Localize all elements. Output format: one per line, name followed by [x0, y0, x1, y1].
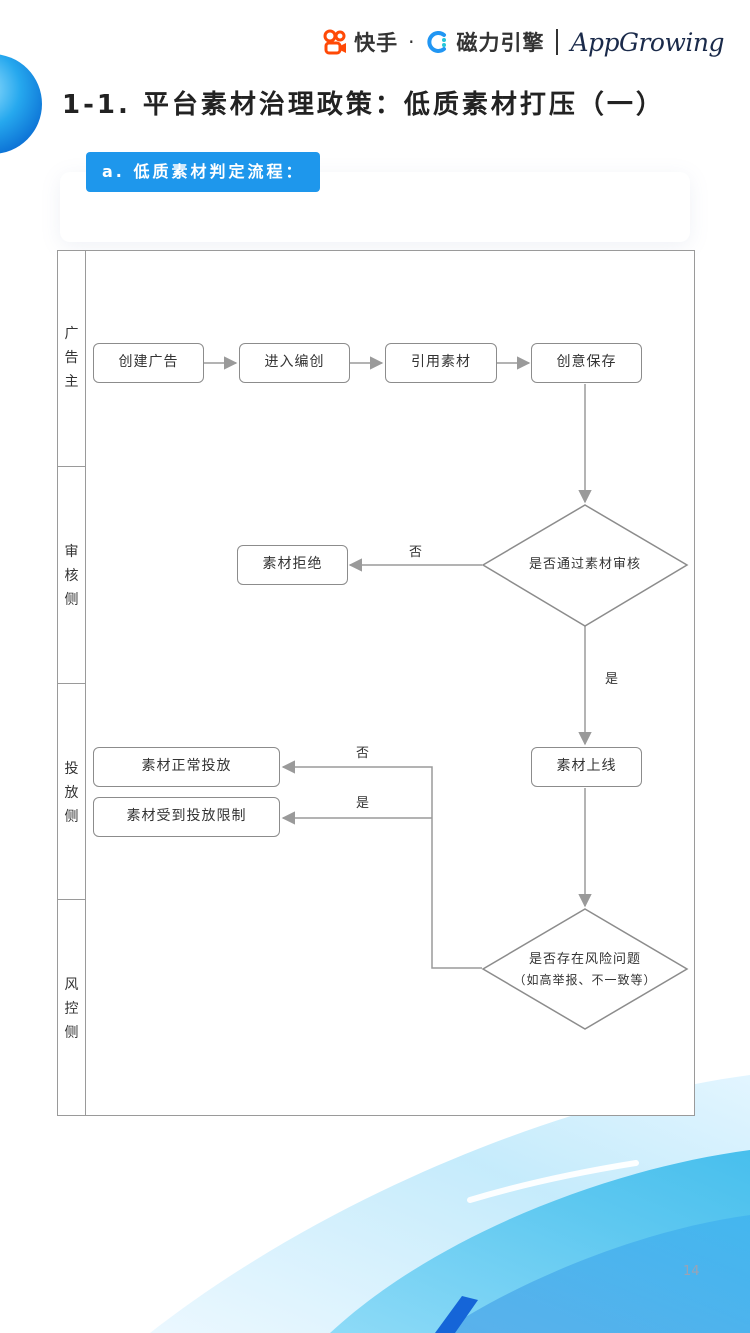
- kuaishou-logo-icon: [323, 29, 347, 55]
- node-risk-issue-line2: （如高举报、不一致等）: [513, 973, 657, 987]
- cili-logo-icon: [427, 31, 447, 53]
- node-create-ad: 创建广告: [93, 343, 204, 383]
- decision-risk-diamond: [481, 908, 689, 1030]
- lane-label-risk-control: 风 控 侧: [64, 977, 79, 1041]
- brand-separator-dot: ·: [408, 30, 415, 54]
- node-material-rejected: 素材拒绝: [237, 545, 348, 585]
- edge-label-risk-no: 否: [356, 746, 370, 761]
- header-logos: 快手 · 磁力引擎 AppGrowing: [322, 22, 724, 62]
- edge-risk-no: [281, 760, 482, 969]
- edge-label-review-yes: 是: [605, 672, 619, 687]
- lane-label-advertiser: 广 告 主: [64, 326, 79, 390]
- node-risk-issue: 是否存在风险问题 （如高举报、不一致等）: [495, 950, 675, 990]
- decision-review-diamond: [481, 504, 689, 627]
- node-save-creative: 创意保存: [531, 343, 642, 383]
- brand-appgrowing: AppGrowing: [570, 27, 724, 57]
- bubble-decoration: [0, 54, 42, 154]
- edge-label-risk-yes: 是: [356, 796, 370, 811]
- node-cite-material: 引用素材: [385, 343, 497, 383]
- node-material-online: 素材上线: [531, 747, 642, 787]
- section-tag: a. 低质素材判定流程：: [86, 152, 320, 192]
- lane-label-review: 审 核 侧: [64, 544, 79, 608]
- swoosh-dark: [440, 1215, 750, 1333]
- swoosh-accent: [435, 1296, 478, 1333]
- edge-label-review-no: 否: [409, 545, 423, 560]
- page-number: 14: [683, 1264, 700, 1279]
- brand-kuaishou: 快手: [354, 31, 399, 55]
- node-risk-issue-line1: 是否存在风险问题: [528, 952, 641, 967]
- lane-divider: [57, 899, 86, 900]
- brand-divider: [556, 29, 559, 55]
- node-pass-review: 是否通过素材审核: [528, 557, 641, 572]
- page-title: 1-1. 平台素材治理政策：低质素材打压（一）: [62, 90, 665, 120]
- node-enter-edit: 进入编创: [239, 343, 350, 383]
- lane-divider: [57, 683, 86, 684]
- node-normal-delivery: 素材正常投放: [93, 747, 280, 787]
- lane-divider: [57, 466, 86, 467]
- node-limited-delivery: 素材受到投放限制: [93, 797, 280, 837]
- brand-cili: 磁力引擎: [456, 31, 545, 55]
- lane-label-delivery: 投 放 侧: [64, 761, 79, 825]
- swoosh-highlight: [467, 1160, 639, 1203]
